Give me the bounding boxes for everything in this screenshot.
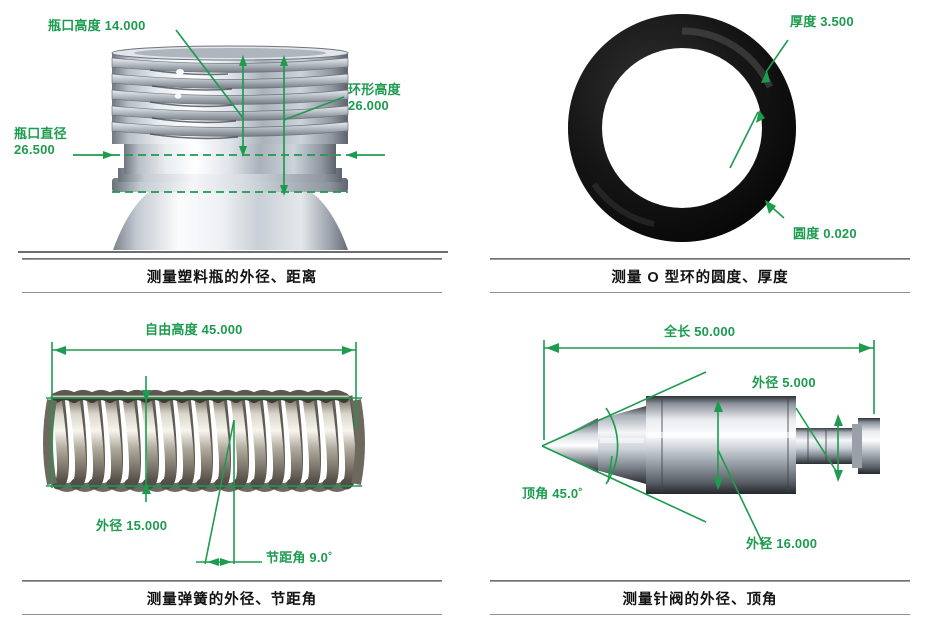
label-valve-apex-angle: 顶角 45.0˚ [522, 486, 583, 501]
label-ring-height-term: 环形高度 [348, 82, 401, 97]
caption-needle-valve: 测量针阀的外径、顶角 [490, 580, 910, 615]
label-spring-pitch-angle: 节距角 9.0˚ [266, 550, 333, 565]
label-o-ring-roundness: 圆度 0.020 [793, 226, 857, 241]
caption-plastic-bottle-text: 测量塑料瓶的外径、距离 [146, 270, 318, 286]
caption-plastic-bottle: 测量塑料瓶的外径、距离 [22, 258, 442, 293]
label-bottle-mouth-diameter: 瓶口直径 26.500 [14, 126, 67, 158]
panel-spring: 自由高度 45.000 外径 15.000 节距角 9.0˚ 测量弹簧的外径、节… [0, 310, 466, 630]
plastic-bottle-illustration [18, 29, 448, 253]
label-bottle-mouth-diameter-value: 26.500 [14, 142, 55, 157]
spring-illustration [43, 342, 365, 566]
caption-needle-valve-text: 测量针阀的外径、顶角 [622, 592, 778, 608]
label-valve-total-length: 全长 50.000 [664, 324, 736, 339]
label-ring-height-value: 26.000 [348, 98, 389, 113]
caption-rule-top [22, 258, 442, 260]
caption-rule-bottom [490, 614, 910, 615]
panel-o-ring: 厚度 3.500 圆度 0.020 测量 O 型环的圆度、厚度 [466, 0, 932, 300]
caption-o-ring: 测量 O 型环的圆度、厚度 [490, 258, 910, 293]
caption-rule-bottom [490, 292, 910, 293]
label-valve-outer-diameter-small: 外径 5.000 [752, 375, 816, 390]
panel-plastic-bottle: 瓶口高度 14.000 环形高度 26.000 瓶口直径 26.500 测量塑料… [0, 0, 466, 300]
label-bottle-neck-height: 瓶口高度 14.000 [48, 18, 146, 33]
caption-spring-text: 测量弹簧的外径、节距角 [146, 592, 318, 608]
label-bottle-mouth-diameter-term: 瓶口直径 [14, 126, 67, 141]
label-spring-free-height: 自由高度 45.000 [145, 322, 243, 337]
label-ring-height: 环形高度 26.000 [348, 82, 401, 114]
label-spring-outer-diameter: 外径 15.000 [96, 518, 168, 533]
caption-rule-bottom [22, 292, 442, 293]
o-ring-illustration [568, 14, 796, 242]
caption-rule-top [22, 580, 442, 582]
panel-needle-valve: 全长 50.000 外径 5.000 顶角 45.0˚ 外径 16.000 测量… [466, 310, 932, 630]
caption-spring: 测量弹簧的外径、节距角 [22, 580, 442, 615]
label-o-ring-thickness: 厚度 3.500 [790, 14, 854, 29]
needle-valve-illustration [541, 340, 880, 547]
caption-rule-bottom [22, 614, 442, 615]
caption-rule-top [490, 580, 910, 582]
label-valve-outer-diameter-large: 外径 16.000 [746, 536, 818, 551]
caption-o-ring-text: 测量 O 型环的圆度、厚度 [611, 270, 789, 286]
caption-rule-top [490, 258, 910, 260]
